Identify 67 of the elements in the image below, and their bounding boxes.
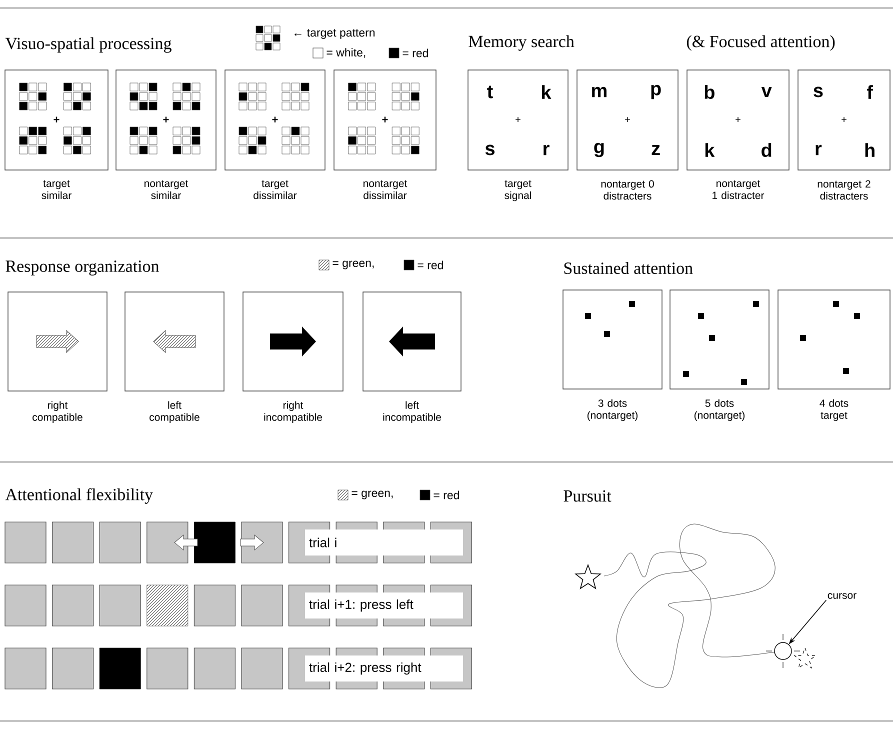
- stimulus-letter: g: [594, 142, 604, 158]
- stimulus-box: [36, 330, 79, 353]
- label-box: trial i: [305, 530, 463, 556]
- fixation-cross: +: [382, 116, 388, 122]
- stimulus-letter: z: [652, 144, 660, 156]
- node-label: right compatible: [32, 401, 82, 423]
- section-title: Attentional flexibility: [5, 488, 153, 504]
- legend-text: = red: [434, 490, 459, 500]
- stimulus-box: [242, 292, 344, 392]
- node-label: 3 dots (nontarget): [587, 399, 638, 421]
- fixation-cross: +: [736, 117, 740, 122]
- section-title: (& Focused attention): [686, 35, 835, 51]
- stimulus-letter: f: [866, 85, 874, 99]
- node-label: right incompatible: [264, 401, 322, 423]
- stimulus-box: [8, 292, 108, 392]
- stimulus-letter: r: [816, 144, 822, 156]
- section-title: Pursuit: [564, 490, 612, 502]
- fixation-cross: +: [272, 116, 278, 122]
- stimulus-letter: b: [704, 85, 714, 99]
- stimulus-letter: d: [762, 143, 772, 157]
- stimulus-box: [778, 290, 890, 390]
- fixation-cross: +: [842, 117, 846, 122]
- stimulus-box: [124, 292, 224, 392]
- section-title: Sustained attention: [564, 262, 693, 274]
- callout-label: cursor: [828, 593, 856, 599]
- section-title: Visuo-spatial processing: [5, 37, 172, 53]
- node-label: 5 dots (nontarget): [694, 399, 745, 421]
- node-label: nontarget 2 distracters: [818, 180, 870, 200]
- stimulus-letter: s: [485, 144, 494, 156]
- node-label: nontarget similar: [144, 180, 188, 200]
- stimulus-box: [362, 292, 462, 392]
- node-label: left compatible: [150, 401, 200, 423]
- stimulus-box: [562, 290, 662, 390]
- legend-text: = green,: [332, 260, 374, 270]
- node-label: left incompatible: [383, 401, 441, 423]
- stimulus-box: [153, 330, 196, 353]
- stimulus-letter: v: [761, 86, 772, 98]
- section-title: Memory search: [468, 35, 574, 51]
- stimulus-box: [670, 290, 770, 390]
- node-label: target similar: [42, 180, 72, 200]
- section-title: Response organization: [6, 260, 160, 276]
- node-label: target signal: [504, 180, 532, 202]
- legend-text: = red: [418, 260, 443, 270]
- fixation-cross: +: [516, 117, 520, 122]
- legend-text: = red: [402, 48, 428, 58]
- legend-text: = white,: [326, 48, 366, 58]
- cursor-circle: [774, 642, 792, 660]
- stimulus-letter: r: [544, 144, 550, 156]
- stimulus-letter: t: [487, 86, 493, 98]
- stimulus-letter: s: [814, 86, 823, 98]
- node-label: nontarget 0 distracters: [601, 180, 654, 200]
- node-label: nontarget 1 distracter: [712, 180, 764, 200]
- fixation-cross: +: [625, 117, 630, 122]
- label-box: trial i+2: press right: [305, 656, 463, 682]
- fixation-cross: +: [163, 116, 169, 122]
- fixation-cross: +: [54, 116, 60, 122]
- node-label: nontarget dissimilar: [364, 180, 408, 200]
- node-label: 4 dots target: [820, 399, 848, 421]
- node-label: target dissimilar: [254, 180, 297, 200]
- stimulus-letter: m: [592, 86, 606, 98]
- stimulus-letter: k: [542, 85, 552, 99]
- legend-text: = green,: [352, 490, 393, 500]
- legend-text: ← target pattern: [294, 29, 375, 39]
- stimulus-letter: k: [705, 143, 715, 157]
- stimulus-letter: h: [865, 143, 874, 157]
- label-box: trial i+1: press left: [305, 592, 463, 618]
- stimulus-letter: p: [651, 84, 661, 100]
